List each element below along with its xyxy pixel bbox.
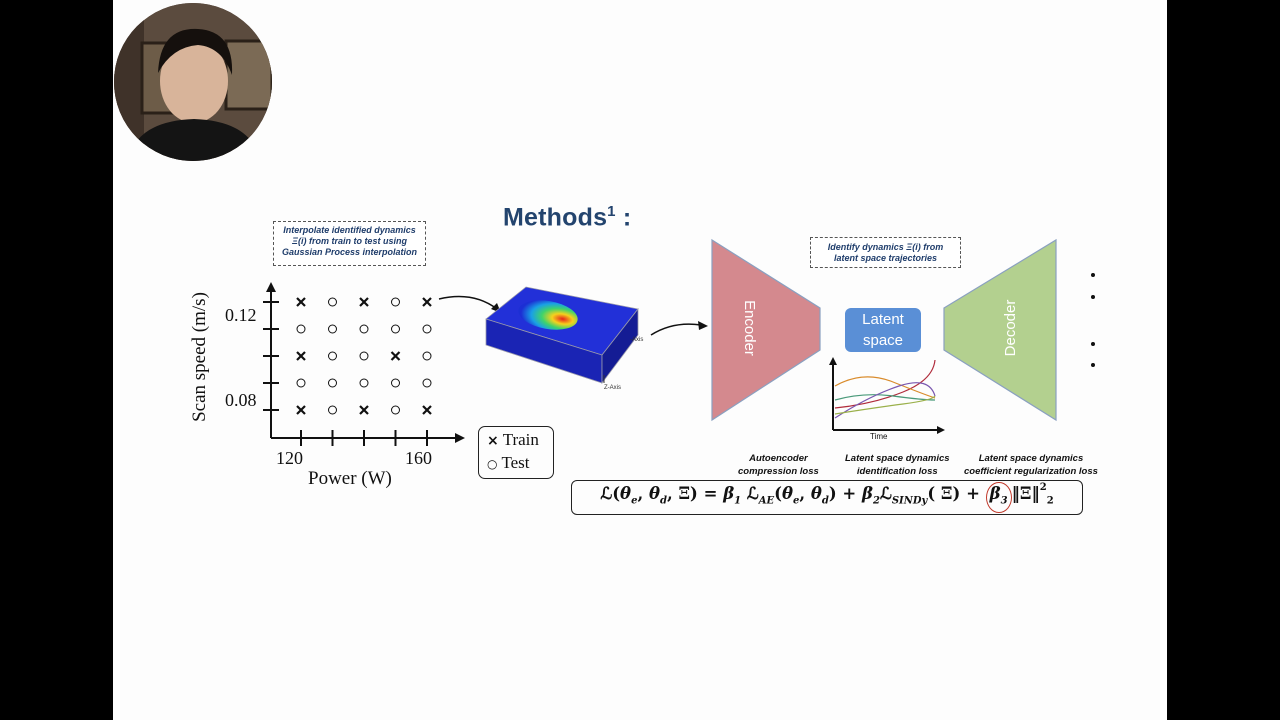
encoder-trapezoid	[711, 238, 821, 422]
interpolate-note-line1: Interpolate identified dynamics	[283, 225, 416, 235]
equation-body: ℒ(θe, θd, Ξ) = β1 ℒAE(θe, θd) + β2ℒSINDy…	[600, 481, 1054, 514]
test-point	[359, 324, 369, 334]
test-point	[359, 351, 369, 361]
output-dots	[1091, 273, 1095, 367]
arrow-grid-to-sim	[438, 295, 498, 310]
legend-test-label: Test	[501, 453, 530, 472]
time-label: Time	[870, 432, 888, 441]
y-axis-arrow	[266, 282, 276, 292]
arrow-sim-to-encoder-head	[698, 321, 708, 330]
interpolate-note-line3: Gaussian Process interpolation	[281, 247, 418, 257]
decoder-label: Decoder	[1002, 299, 1019, 357]
reg-caption-line1: Latent space dynamics	[978, 453, 1084, 464]
test-point	[422, 324, 432, 334]
train-point	[359, 405, 369, 415]
reg-caption-line2: coefficient regularization loss	[964, 466, 1098, 477]
encoder-block	[711, 238, 821, 422]
train-point	[296, 351, 306, 361]
test-point	[391, 378, 400, 388]
arrow-sim-to-encoder	[650, 323, 702, 336]
legend-train: × Train	[487, 430, 539, 450]
interpolate-note: Interpolate identified dynamics Ξ(i) fro…	[273, 221, 426, 266]
legend-train-label: Train	[502, 430, 539, 449]
test-point	[422, 378, 432, 388]
traj-curve-orange	[834, 376, 936, 399]
parameter-grid-plot	[263, 282, 465, 446]
sim-axis-label-2: Z-Axis	[604, 385, 621, 391]
decoder-trapezoid	[943, 238, 1057, 422]
traj-curve-olive	[834, 395, 936, 415]
x-tick-label-160: 160	[405, 448, 432, 468]
encoder-label: Encoder	[741, 300, 758, 356]
train-point	[359, 297, 369, 307]
x-axis-arrow	[455, 433, 465, 443]
melt-pool-simulation: -Axis Z-Axis	[485, 286, 643, 391]
y-axis-label: Scan speed (m/s)	[189, 292, 210, 422]
sindy-loss-caption: Latent space dynamics identification los…	[845, 452, 950, 478]
test-point	[328, 378, 337, 388]
legend-test: ○ Test	[487, 453, 530, 473]
ae-caption-line1: Autoencoder	[749, 453, 808, 464]
melt-pool	[518, 300, 578, 330]
y-tick-label-008: 0.08	[225, 390, 257, 410]
title-superscript: 1	[607, 203, 616, 220]
traj-curve-green	[834, 394, 936, 401]
test-point	[328, 405, 337, 415]
test-point	[422, 351, 432, 361]
sim-side-face	[601, 307, 639, 385]
train-point	[296, 405, 306, 415]
beta3-highlight: β3	[985, 481, 1012, 514]
latent-trajectories-plot	[829, 357, 945, 434]
legend-train-marker: ×	[487, 433, 499, 449]
identify-note: Identify dynamics Ξ(i) from latent space…	[810, 237, 961, 268]
latent-label-line1: Latent	[862, 311, 904, 328]
latent-label-line2: space	[862, 332, 904, 349]
train-point	[296, 297, 306, 307]
test-point	[296, 324, 306, 334]
title-text: Methods	[503, 203, 608, 232]
presenter-webcam	[114, 3, 272, 161]
x-tick-label-120: 120	[276, 448, 303, 468]
identify-note-line1: Identify dynamics Ξ(i) from	[827, 242, 944, 252]
decoder-block	[943, 238, 1057, 422]
test-point	[328, 297, 337, 307]
train-point	[390, 351, 401, 361]
test-point	[328, 324, 337, 334]
ae-loss-caption: Autoencoder compression loss	[738, 452, 819, 478]
identify-note-line2: latent space trajectories	[833, 253, 938, 263]
traj-curve-purple	[834, 382, 936, 419]
sim-axis-label-1: -Axis	[630, 337, 643, 343]
test-point	[296, 378, 306, 388]
sindy-caption-line2: identification loss	[856, 466, 938, 477]
axis-ticks	[263, 301, 428, 446]
legend-test-marker: ○	[487, 457, 498, 471]
grid-points	[296, 297, 432, 415]
test-point	[391, 405, 400, 415]
x-axis-label: Power (W)	[308, 468, 392, 489]
train-point	[422, 297, 432, 307]
slide: Methods1 : Interpolate identified dynami…	[113, 0, 1167, 720]
latent-space-box: Latent space	[845, 308, 921, 352]
loss-equation: ℒ(θe, θd, Ξ) = β1 ℒAE(θe, θd) + β2ℒSINDy…	[571, 480, 1083, 515]
test-point	[391, 297, 400, 307]
test-point	[359, 378, 369, 388]
grid-legend: × Train ○ Test	[478, 426, 554, 479]
test-point	[328, 351, 337, 361]
reg-loss-caption: Latent space dynamics coefficient regula…	[964, 452, 1098, 478]
title-suffix: :	[615, 203, 632, 232]
train-point	[422, 405, 432, 415]
interpolate-note-line2: Ξ(i) from train to test using	[292, 236, 407, 246]
test-point	[391, 324, 400, 334]
sindy-caption-line1: Latent space dynamics	[845, 453, 950, 464]
slide-title: Methods1 :	[503, 203, 631, 232]
ae-caption-line2: compression loss	[738, 466, 819, 477]
y-tick-label-012: 0.12	[225, 305, 257, 325]
